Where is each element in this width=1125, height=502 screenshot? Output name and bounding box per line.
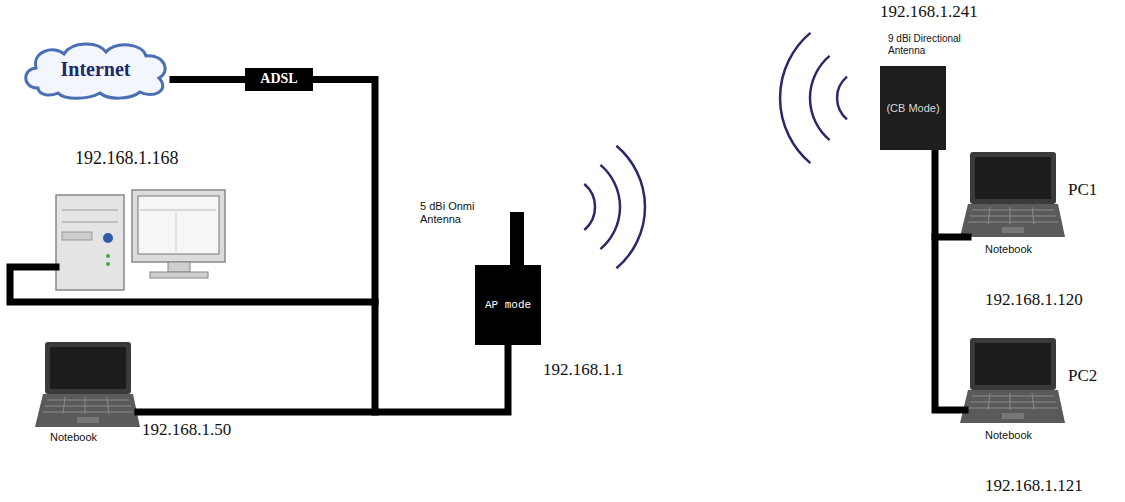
network-cable	[173, 76, 245, 83]
device-type: Notebook	[985, 429, 1032, 442]
radio-waves	[584, 33, 847, 268]
ip-address: 192.168.1.121	[985, 476, 1083, 496]
ip-address: 192.168.1.241	[880, 2, 978, 22]
antenna-spec: 9 dBi Directional Antenna	[888, 33, 983, 56]
notebook-icon	[960, 152, 1065, 237]
node-label: (CB Mode)	[886, 102, 939, 115]
notebook-icon	[960, 338, 1065, 423]
antenna-spec: 5 dBi Onmi Antenna	[420, 200, 500, 225]
node-label: ADSL	[260, 71, 297, 87]
ip-address: 192.168.1.50	[142, 420, 231, 440]
pc-name: PC2	[1068, 366, 1097, 386]
node-label: AP mode	[485, 299, 531, 312]
ip-address: 192.168.1.120	[985, 290, 1083, 310]
ip-address: 192.168.1.1	[543, 360, 624, 380]
notebook-icon	[35, 342, 140, 427]
cloud-outline	[26, 44, 165, 98]
client-bridge-device: (CB Mode)	[880, 66, 946, 150]
ethernet-cable	[10, 150, 968, 412]
adsl-box: ADSL	[245, 68, 313, 91]
desktop-computer	[56, 190, 225, 290]
node-label: Internet	[61, 58, 131, 81]
device-type: Notebook	[50, 431, 97, 444]
omni-antenna	[510, 212, 524, 265]
device-type: Notebook	[985, 243, 1032, 256]
ip-address: 192.168.1.168	[75, 148, 179, 169]
access-point-device: AP mode	[475, 265, 541, 345]
pc-name: PC1	[1068, 180, 1097, 200]
network-cable	[313, 80, 508, 413]
internet-cloud: Internet	[18, 38, 173, 100]
